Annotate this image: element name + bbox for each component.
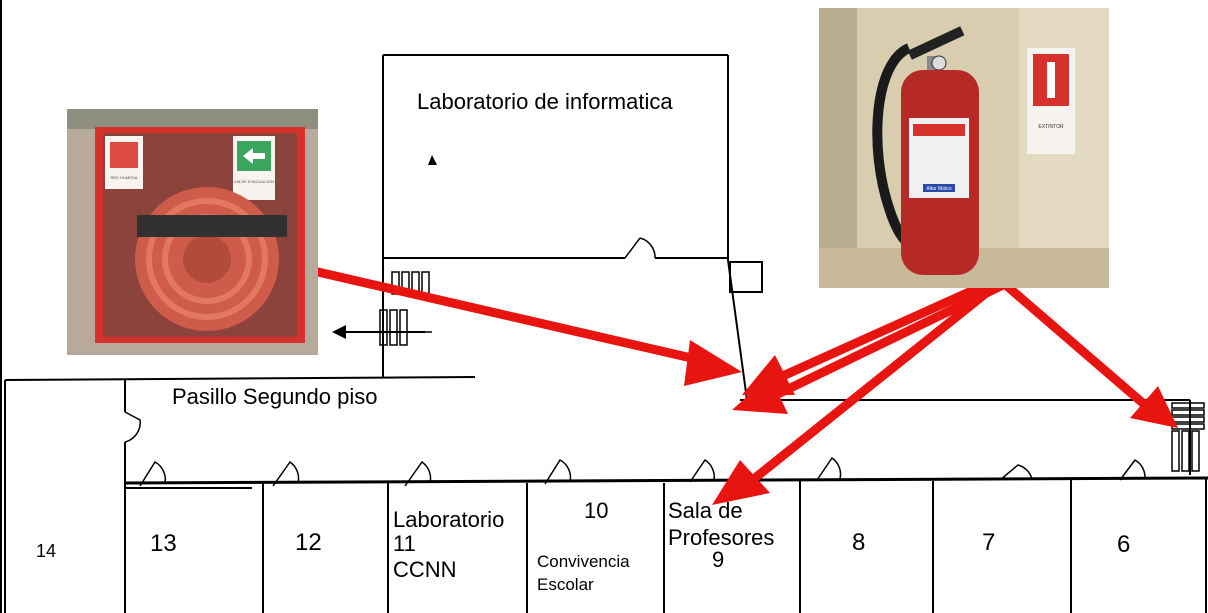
door-room-6: [1119, 459, 1146, 481]
brand-label: Altar Matco: [926, 186, 952, 192]
red-arrows: [313, 265, 1178, 505]
arrow-extinguisher-to-sala-profesores: [712, 285, 995, 505]
door-room-14: [124, 411, 141, 443]
door-room-13: [139, 460, 167, 487]
room-10-line2: Escolar: [537, 575, 594, 594]
evacuation-direction-arrow: [332, 325, 425, 339]
door-room-10: [544, 459, 572, 485]
nozzle-icon: [137, 215, 287, 237]
north-marker-icon: [428, 155, 437, 165]
arrow-extinguisher-to-corridor: [732, 280, 1008, 414]
doors: [124, 237, 1146, 487]
fire-extinguisher-photo: EXTINTOR Altar Matco: [819, 8, 1109, 288]
arrow-hose-to-corridor: [313, 267, 742, 386]
room-9-line1: Sala de: [668, 498, 743, 523]
room-14-label: 14: [36, 541, 56, 561]
room-11-line2: 11: [393, 531, 416, 556]
hose-sign-text: RED HUMEDA: [111, 175, 138, 180]
room-10-number: 10: [584, 498, 608, 523]
stairs-right: [1171, 402, 1205, 472]
door-room-11: [404, 460, 432, 487]
evacuation-sign-text: VIA DE EVACUACION: [234, 179, 274, 184]
room-6-label: 6: [1117, 531, 1130, 558]
arrow-extinguisher-to-stairs: [995, 275, 1178, 428]
door-lab: [624, 237, 656, 259]
door-room-9: [689, 458, 715, 483]
extintor-sign-text: EXTINTOR: [1038, 124, 1064, 130]
room-10-line1: Convivencia: [537, 552, 630, 571]
door-room-8: [816, 456, 842, 481]
room-11-line1: Laboratorio: [393, 507, 504, 532]
door-room-12: [272, 460, 300, 487]
lab-informatica-label: Laboratorio de informatica: [417, 89, 673, 114]
corridor-label: Pasillo Segundo piso: [172, 384, 377, 409]
room-11-line3: CCNN: [393, 557, 457, 582]
room-9-line2: Profesores: [668, 525, 774, 550]
room-12-label: 12: [295, 529, 322, 556]
room-8-label: 8: [852, 529, 865, 556]
room-13-label: 13: [150, 530, 177, 557]
fire-hose-cabinet-photo: RED HUMEDA VIA DE EVACUACION: [67, 109, 318, 355]
room-7-label: 7: [982, 529, 995, 556]
door-room-7: [999, 464, 1033, 481]
room-9-number: 9: [712, 547, 724, 572]
